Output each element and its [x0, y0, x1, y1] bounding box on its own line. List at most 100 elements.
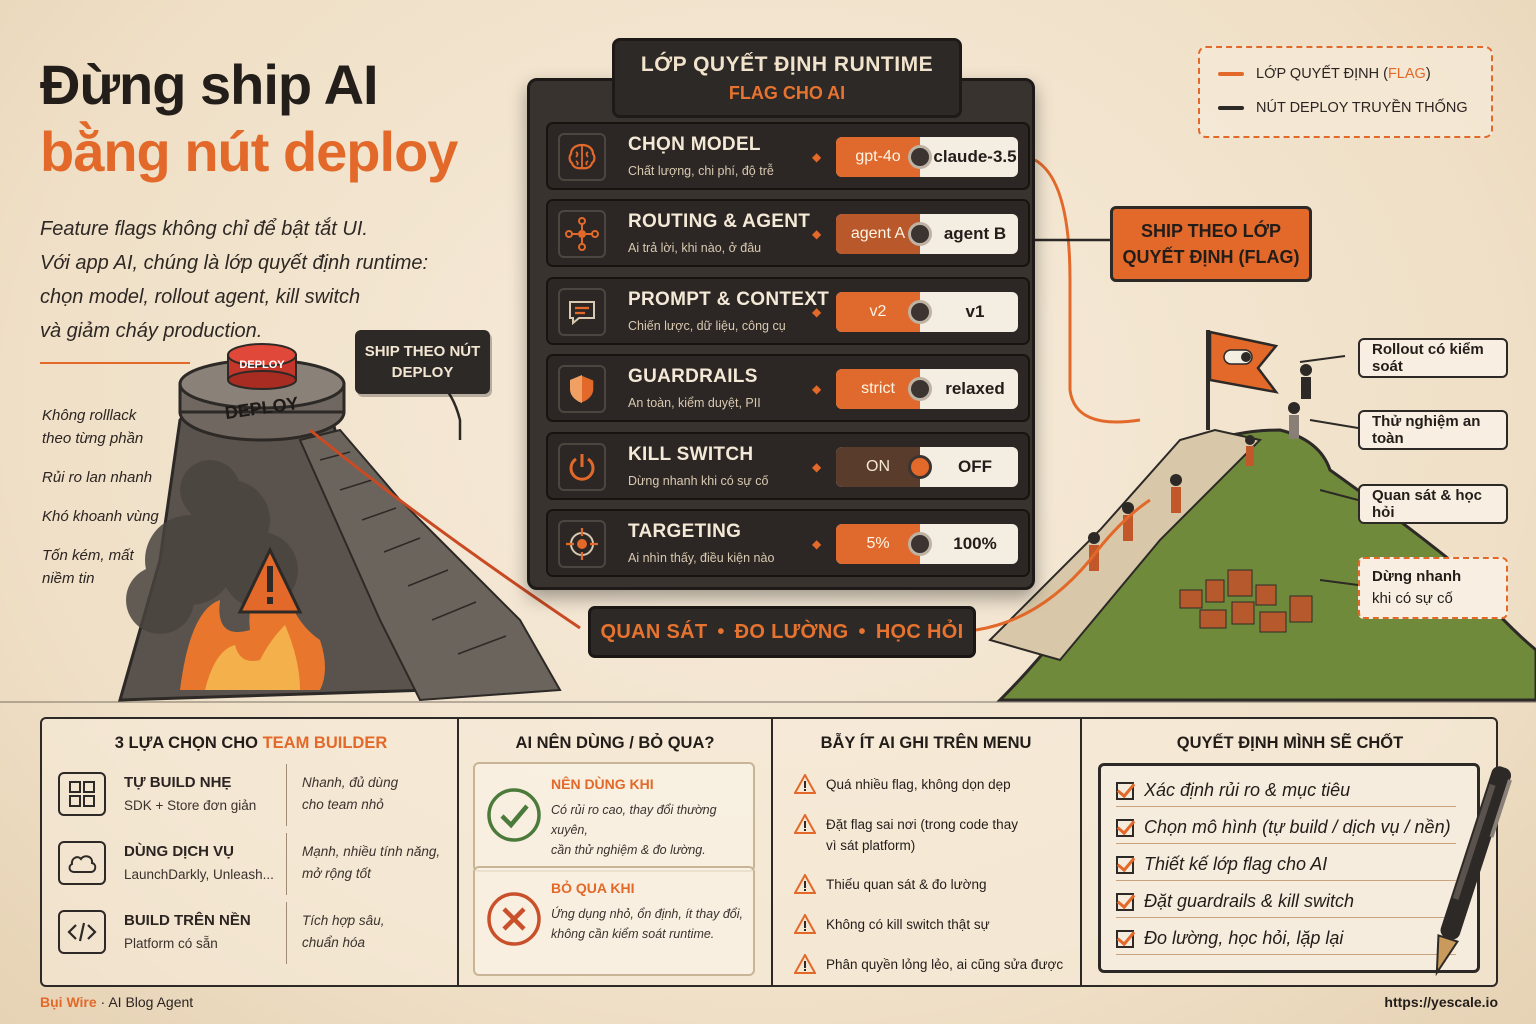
option-sub: LaunchDarkly, Unleash... — [124, 867, 274, 882]
toggle-on-option[interactable]: ON — [836, 447, 920, 487]
option-desc-line-1: Nhanh, đủ dùng — [302, 775, 399, 790]
toggle-on-option[interactable]: agent A — [836, 214, 920, 254]
pen-icon — [1435, 766, 1512, 977]
toggle-off-option[interactable]: 100% — [953, 534, 997, 553]
checkbox-checked-icon[interactable] — [1116, 781, 1134, 800]
decision-label: Chọn mô hình (tự build / dịch vụ / nền) — [1144, 817, 1451, 837]
option-platform: BUILD TRÊN NỀN Platform có sẵn Tích hợp … — [56, 902, 446, 964]
trap-item: Phân quyền lỏng lẻo, ai cũng sửa được — [793, 952, 1064, 980]
trap-line-1: Thiếu quan sát & đo lường — [826, 877, 987, 892]
option-desc-line-1: Mạnh, nhiều tính năng, — [302, 844, 441, 859]
arrow-icon: ◆ — [812, 382, 822, 396]
targeting-toggle[interactable]: 5% 100% — [836, 524, 1018, 564]
x-circle-icon — [485, 890, 543, 948]
underline — [1116, 806, 1456, 807]
decision-item[interactable]: Đặt guardrails & kill switch — [1116, 891, 1476, 918]
flag-row-targeting: TARGETING Ai nhìn thấy, điều kiện nào ◆ … — [546, 509, 1030, 577]
option-name: DÙNG DỊCH VỤ — [124, 843, 235, 860]
who-title: AI NÊN DÙNG / BỎ QUA? — [515, 734, 715, 752]
prompt-toggle[interactable]: v2 v1 — [836, 292, 1018, 332]
intro-rule — [40, 362, 190, 364]
ship-by-flag-label: SHIP THEO LỚP QUYẾT ĐỊNH (FLAG) — [1110, 206, 1312, 282]
toggle-on-option[interactable]: 5% — [836, 524, 920, 564]
shield-icon — [558, 365, 606, 413]
option-desc-line-1: Tích hợp sâu, — [302, 913, 385, 928]
routing-toggle[interactable]: agent A agent B — [836, 214, 1018, 254]
headline-line-2: bằng nút deploy — [40, 120, 458, 183]
decision-label: Đặt guardrails & kill switch — [1144, 891, 1355, 911]
arrow-icon: ◆ — [812, 305, 822, 319]
pain-list: Không rolllack theo từng phần Rủi ro lan… — [42, 404, 192, 606]
flag-row-routing: ROUTING & AGENT Ai trả lời, khi nào, ở đ… — [546, 199, 1030, 267]
option-self-build: TỰ BUILD NHẸ SDK + Store đơn giản Nhanh,… — [56, 764, 446, 826]
toggle-knob[interactable] — [908, 145, 932, 169]
legend: LỚP QUYẾT ĐỊNH (FLAG) NÚT DEPLOY TRUYỀN … — [1198, 46, 1493, 138]
legend-label-flag-suffix: ) — [1425, 66, 1431, 82]
toggle-on-option[interactable]: v2 — [836, 292, 920, 332]
headline-line-1: Đừng ship AI — [40, 53, 379, 116]
use-when-box: NÊN DÙNG KHI Có rủi ro cao, thay đổi thư… — [473, 762, 755, 872]
flag-row-desc: Chiến lược, dữ liệu, công cụ — [628, 319, 786, 333]
checkbox-checked-icon[interactable] — [1116, 818, 1134, 837]
checkbox-checked-icon[interactable] — [1116, 855, 1134, 874]
use-when-line-1: Có rủi ro cao, thay đổi thường xuyên, — [551, 803, 717, 837]
footer-url[interactable]: https://yescale.io — [1384, 994, 1498, 1010]
trap-item: Không có kill switch thật sự — [793, 912, 1064, 940]
use-when-title: NÊN DÙNG KHI — [551, 776, 654, 792]
toggle-knob[interactable] — [908, 300, 932, 324]
banner-separator: • — [858, 620, 866, 643]
toggle-knob[interactable] — [908, 455, 932, 479]
option-desc: Mạnh, nhiều tính năng, mở rộng tốt — [302, 841, 440, 885]
kill-switch-toggle[interactable]: ON OFF — [836, 447, 1018, 487]
option-separator — [286, 902, 287, 964]
decision-label: Đo lường, học hỏi, lặp lại — [1144, 928, 1344, 948]
flag-row-name: TARGETING — [628, 521, 742, 542]
checkbox-checked-icon[interactable] — [1116, 929, 1134, 948]
flag-row-name: GUARDRAILS — [628, 366, 758, 387]
target-icon — [558, 520, 606, 568]
toggle-knob[interactable] — [908, 377, 932, 401]
decision-item[interactable]: Đo lường, học hỏi, lặp lại — [1116, 928, 1476, 955]
option-desc-line-2: cho team nhỏ — [302, 797, 384, 812]
toggle-on-option[interactable]: strict — [836, 369, 920, 409]
grid-icon — [58, 772, 106, 816]
toggle-knob[interactable] — [908, 532, 932, 556]
flag-row-name: KILL SWITCH — [628, 444, 754, 465]
underline — [1116, 917, 1456, 918]
toggle-on-option[interactable]: gpt-4o — [836, 137, 920, 177]
trap-line-1: Không có kill switch thật sự — [826, 917, 990, 932]
callout-stop-fast: Dừng nhanh khi có sự cố — [1358, 557, 1508, 619]
ship-by-deploy-line-1: SHIP THEO NÚT — [364, 343, 481, 360]
decision-item[interactable]: Chọn mô hình (tự build / dịch vụ / nền) — [1116, 817, 1476, 844]
divider — [1080, 717, 1082, 987]
code-icon — [58, 910, 106, 954]
underline — [1116, 880, 1456, 881]
guardrails-toggle[interactable]: strict relaxed — [836, 369, 1018, 409]
callout-stop-fast-line-1: Dừng nhanh — [1372, 568, 1462, 585]
toggle-off-option[interactable]: agent B — [943, 224, 1007, 243]
skip-when-line-1: Ứng dụng nhỏ, ổn định, ít thay đổi, — [551, 907, 744, 921]
option-sub: SDK + Store đơn giản — [124, 798, 257, 813]
toggle-knob[interactable] — [908, 222, 932, 246]
option-desc: Nhanh, đủ dùng cho team nhỏ — [302, 772, 398, 816]
legend-label-deploy: NÚT DEPLOY TRUYỀN THỐNG — [1256, 100, 1468, 116]
flag-row-desc: Chất lượng, chi phí, độ trễ — [628, 164, 774, 178]
checkbox-checked-icon[interactable] — [1116, 892, 1134, 911]
toggle-off-option[interactable]: OFF — [958, 457, 992, 476]
flag-row-desc: Ai trả lời, khi nào, ở đâu — [628, 241, 762, 255]
decision-item[interactable]: Thiết kế lớp flag cho AI — [1116, 854, 1476, 881]
ship-by-deploy-label: SHIP THEO NÚT DEPLOY — [355, 330, 490, 394]
toggle-off-option[interactable]: v1 — [965, 302, 985, 321]
toggle-off-option[interactable]: claude-3.5 — [933, 147, 1017, 166]
options-title-highlight: TEAM BUILDER — [262, 734, 388, 752]
warning-icon — [793, 772, 817, 800]
check-circle-icon — [485, 786, 543, 844]
flag-row-guardrails: GUARDRAILS An toàn, kiểm duyệt, PII ◆ st… — [546, 354, 1030, 422]
toggle-off-option[interactable]: relaxed — [945, 379, 1005, 398]
decisions-notepad — [1098, 763, 1480, 973]
banner-item: QUAN SÁT — [600, 620, 708, 643]
decision-item[interactable]: Xác định rủi ro & mục tiêu — [1116, 780, 1476, 807]
model-toggle[interactable]: gpt-4o claude-3.5 — [836, 137, 1018, 177]
divider — [771, 717, 773, 987]
